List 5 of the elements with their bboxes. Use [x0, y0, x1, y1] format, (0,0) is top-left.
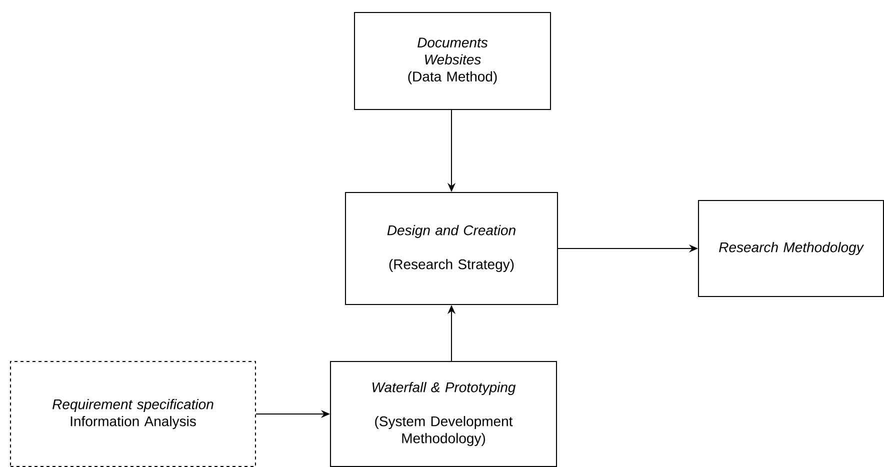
result-box: Research Methodology: [698, 200, 884, 297]
source-box: Documents Websites (Data Method): [354, 12, 551, 110]
process-box: Waterfall & Prototyping (System Development Methodology): [330, 361, 557, 467]
process-box: Design and Creation (Research Strategy): [345, 192, 558, 305]
input-box: Requirement specification Information Analysis: [10, 361, 256, 467]
